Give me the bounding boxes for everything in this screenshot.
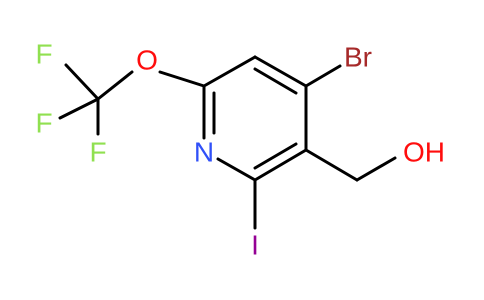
atom-f1: F <box>35 39 52 70</box>
bond-ch2-oh <box>355 156 397 182</box>
bonds <box>58 55 397 230</box>
bond-c-f1 <box>64 63 100 101</box>
atom-br: Br <box>344 42 372 73</box>
atom-f3: F <box>89 137 106 168</box>
bond-c3-ch2 <box>304 148 359 182</box>
bond-c5-c4 <box>253 55 308 88</box>
bond-cf3-o <box>96 70 134 101</box>
bond-c4-br <box>304 64 342 88</box>
bond-c6-c5 <box>202 55 257 88</box>
bond-c3-c2-inner <box>253 142 298 170</box>
bond-c3-c2 <box>253 148 308 182</box>
atom-i: I <box>251 230 259 261</box>
atom-o-ether: O <box>136 45 158 76</box>
bond-c2-n <box>216 157 257 182</box>
atom-labels: F F F O N Br OH I <box>35 39 445 261</box>
atom-n: N <box>194 137 214 168</box>
atom-f2: F <box>35 108 52 139</box>
bond-o-c6 <box>158 70 206 88</box>
atom-oh: OH <box>403 137 445 168</box>
bond-c5-c4-inner <box>253 67 298 95</box>
bond-c-f2 <box>58 97 100 120</box>
